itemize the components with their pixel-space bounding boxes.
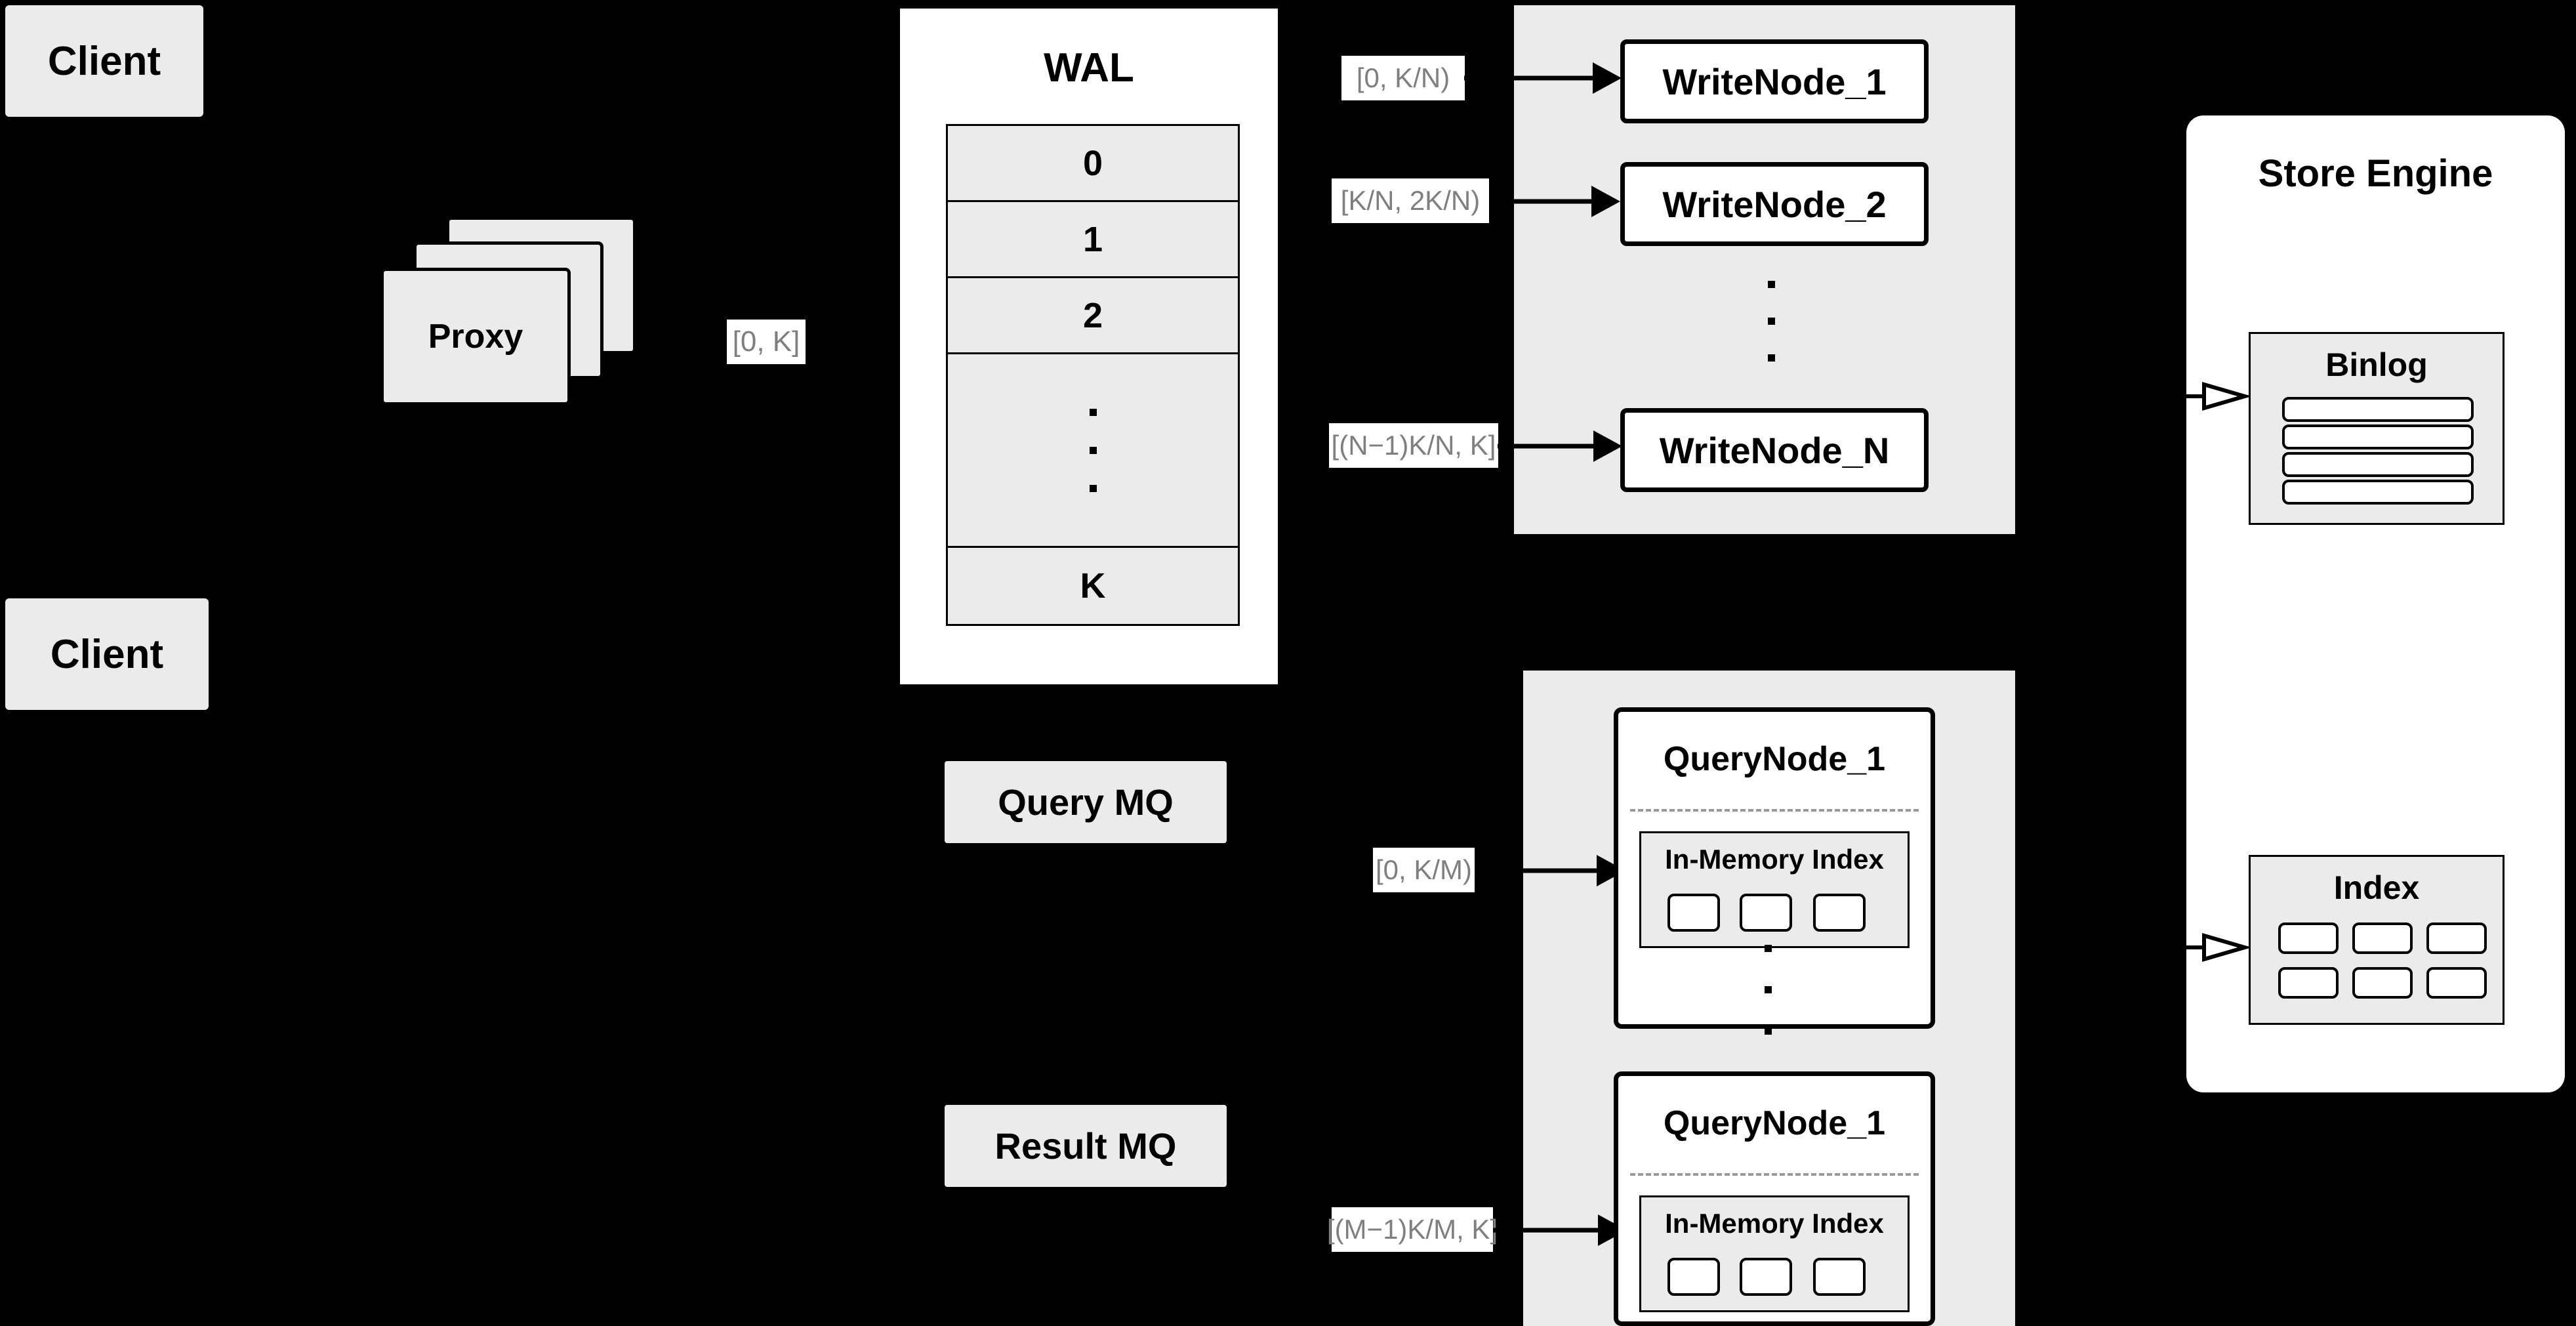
- index-cell[interactable]: [2352, 922, 2413, 954]
- query-node-2-title: QueryNode_1: [1663, 1104, 1886, 1142]
- query-node-1-title: QueryNode_1: [1663, 740, 1886, 778]
- wal-entry[interactable]: K: [948, 548, 1238, 624]
- write-node-n[interactable]: WriteNode_N: [1620, 408, 1929, 492]
- proxy-stack[interactable]: Proxy: [380, 217, 676, 440]
- proxy-card-front[interactable]: Proxy: [380, 268, 571, 405]
- arrow-shaft: [1475, 868, 1599, 873]
- wal-entry[interactable]: 2: [948, 278, 1238, 354]
- in-memory-index-2-title: In-Memory Index: [1665, 1208, 1884, 1239]
- wal-container: WAL 0 1 2 K: [897, 5, 1281, 688]
- client-top-label: Client: [47, 38, 161, 84]
- ellipsis-dot: [1765, 945, 1772, 952]
- in-memory-index-1: In-Memory Index: [1639, 831, 1910, 948]
- arrow-head: [1591, 186, 1620, 217]
- index-cell[interactable]: [1667, 1258, 1720, 1296]
- write-node-n-range-label: [(N−1)K/N, K]: [1329, 423, 1498, 468]
- query-node-1-separator: [1630, 809, 1919, 812]
- index-cell[interactable]: [1740, 1258, 1792, 1296]
- query-node-1-range-label: [0, K/M): [1373, 848, 1475, 892]
- write-node-ellipsis: [1768, 281, 1775, 362]
- index-section: Index: [2249, 855, 2504, 1025]
- index-title: Index: [2333, 869, 2420, 906]
- ellipsis-dot: [1768, 281, 1775, 288]
- arrow-head: [1593, 430, 1622, 462]
- binlog-row[interactable]: [2282, 425, 2474, 449]
- query-node-ellipsis: [1765, 945, 1772, 1035]
- arrow-shaft: [1493, 1228, 1601, 1233]
- ellipsis-dot: [1089, 408, 1097, 416]
- wal-entry-table: 0 1 2 K: [946, 124, 1240, 626]
- wal-entry-ellipsis: [948, 354, 1238, 548]
- ellipsis-dot: [1768, 354, 1775, 362]
- write-node-1-range-label: [0, K/N): [1341, 56, 1465, 100]
- arrow-shaft: [1464, 75, 1595, 81]
- arrow-to-index: [2177, 932, 2252, 963]
- binlog-title: Binlog: [2325, 346, 2428, 383]
- wal-entry[interactable]: 0: [948, 126, 1238, 202]
- arrow-to-query-node-1: [1475, 855, 1625, 886]
- arrow-open-head-icon: [2177, 382, 2252, 411]
- write-node-1[interactable]: WriteNode_1: [1620, 39, 1929, 123]
- query-node-2-range-label: [(M−1)K/M, K]: [1327, 1207, 1498, 1252]
- proxy-label: Proxy: [428, 318, 523, 356]
- arrow-shaft: [1498, 444, 1596, 449]
- index-cell[interactable]: [1813, 894, 1866, 932]
- arrow-to-write-node-1: [1464, 62, 1622, 94]
- index-cell[interactable]: [2278, 922, 2339, 954]
- ellipsis-dot: [1765, 986, 1772, 993]
- proxy-range-label: [0, K]: [727, 320, 806, 364]
- arrow-to-query-node-2: [1493, 1214, 1627, 1246]
- index-cell[interactable]: [2352, 967, 2413, 999]
- binlog-row[interactable]: [2282, 397, 2474, 422]
- arrow-head: [1593, 62, 1622, 94]
- index-cell[interactable]: [2426, 967, 2487, 999]
- store-engine-panel: Store Engine Binlog Index: [2186, 115, 2565, 1092]
- index-cell[interactable]: [1740, 894, 1792, 932]
- binlog-row[interactable]: [2282, 452, 2474, 477]
- query-node-2-separator: [1630, 1173, 1919, 1176]
- result-mq-box[interactable]: Result MQ: [945, 1105, 1227, 1187]
- arrow-to-binlog: [2177, 381, 2252, 412]
- ellipsis-dot: [1089, 484, 1097, 492]
- arrow-to-write-node-n: [1498, 430, 1622, 462]
- arrow-open-head-icon: [2177, 933, 2252, 962]
- query-node-1[interactable]: QueryNode_1 In-Memory Index: [1614, 707, 1935, 1029]
- client-box-bottom[interactable]: Client: [5, 598, 209, 710]
- write-node-2-range-label: [K/N, 2K/N): [1332, 178, 1489, 223]
- query-node-2[interactable]: QueryNode_1 In-Memory Index: [1614, 1071, 1935, 1326]
- write-node-2[interactable]: WriteNode_2: [1620, 162, 1929, 246]
- arrow-shaft: [1489, 199, 1594, 204]
- wal-entry[interactable]: 1: [948, 202, 1238, 278]
- index-cell[interactable]: [2426, 922, 2487, 954]
- ellipsis-dot: [1089, 446, 1097, 454]
- wal-title: WAL: [1044, 45, 1134, 91]
- arrow-to-write-node-2: [1489, 186, 1620, 217]
- client-bottom-label: Client: [50, 631, 164, 677]
- store-engine-title: Store Engine: [2258, 152, 2493, 195]
- index-cell[interactable]: [2278, 967, 2339, 999]
- ellipsis-dot: [1768, 318, 1775, 325]
- client-box-top[interactable]: Client: [5, 5, 203, 117]
- in-memory-index-2: In-Memory Index: [1639, 1195, 1910, 1312]
- query-mq-box[interactable]: Query MQ: [945, 761, 1227, 843]
- in-memory-index-1-title: In-Memory Index: [1665, 844, 1884, 875]
- ellipsis-dot: [1765, 1027, 1772, 1035]
- binlog-row[interactable]: [2282, 480, 2474, 505]
- result-mq-label: Result MQ: [994, 1125, 1177, 1167]
- index-cell[interactable]: [1667, 894, 1720, 932]
- query-mq-label: Query MQ: [998, 781, 1174, 823]
- binlog-section: Binlog: [2249, 332, 2504, 525]
- index-cell[interactable]: [1813, 1258, 1866, 1296]
